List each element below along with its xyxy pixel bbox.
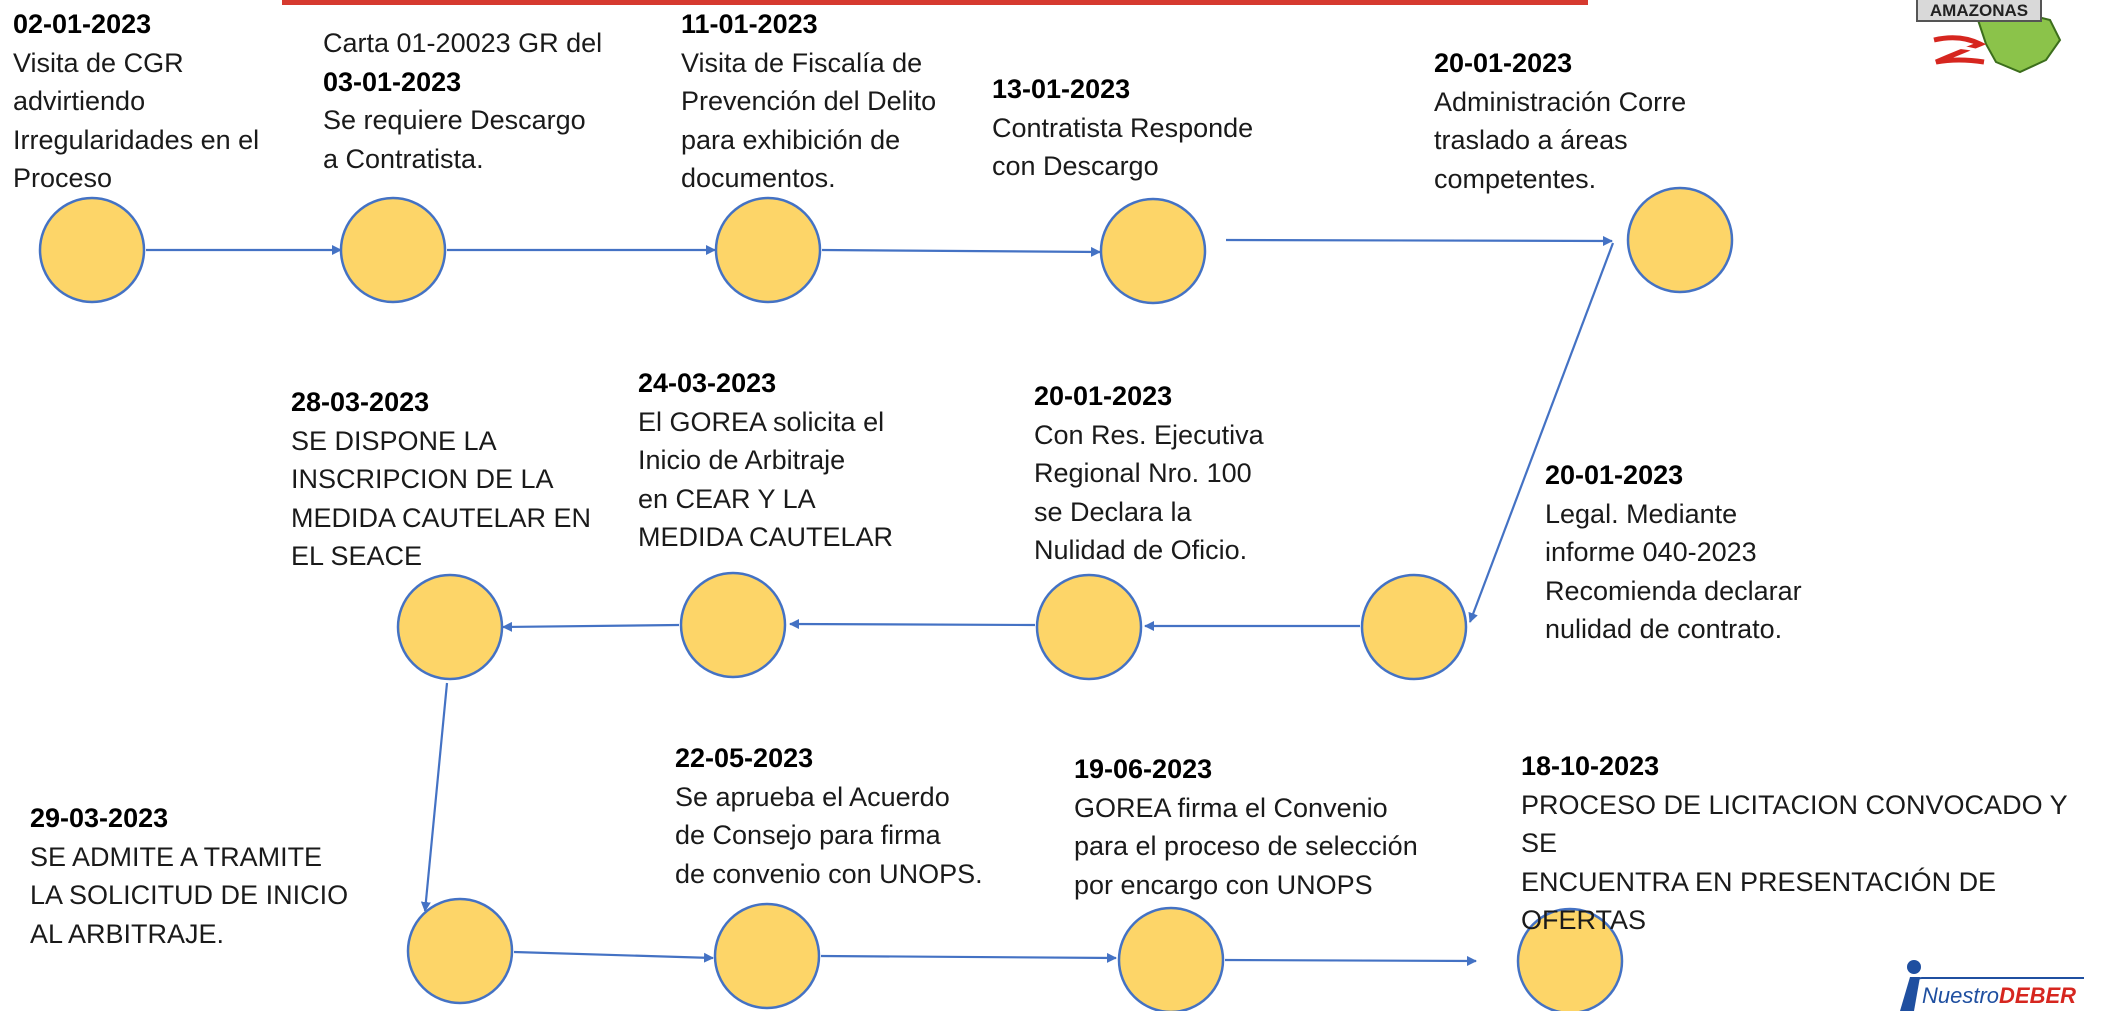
timeline-node-11	[713, 902, 821, 1010]
connector-arrow-3	[821, 246, 1101, 257]
connector-arrow-11	[820, 952, 1117, 963]
timeline-node-7	[1035, 573, 1143, 681]
connector-arrow-10	[513, 950, 714, 963]
timeline-node-6	[1360, 573, 1468, 681]
event-label-4: 13-01-2023 Contratista Responde con Desc…	[992, 74, 1254, 181]
connector-arrow-12	[1224, 955, 1477, 966]
event-label-7: 20-01-2023 Con Res. Ejecutiva Regional N…	[1034, 381, 1264, 565]
timeline-node-1	[38, 196, 146, 304]
timeline-node-13	[1516, 907, 1624, 1011]
amazonas-logo-text: AMAZONAS	[1916, 0, 2042, 22]
event-2-prefix: Carta 01-20023 GR del	[323, 28, 603, 58]
timeline-nodes	[38, 186, 1734, 1011]
event-label-10: 29-03-2023 SE ADMITE A TRAMITE LA SOLICI…	[30, 803, 349, 949]
timeline-node-12	[1117, 906, 1225, 1011]
timeline-node-4	[1099, 197, 1207, 305]
event-label-11: 22-05-2023 Se aprueba el Acuerdo de Cons…	[675, 743, 983, 889]
event-label-9: 28-03-2023 SE DISPONE LA INSCRIPCION DE …	[291, 387, 592, 571]
timeline-node-5	[1626, 186, 1734, 294]
event-label-12: 19-06-2023 GOREA firma el Convenio para …	[1074, 754, 1418, 900]
nuestro-deber-badge: NuestroDEBER	[1912, 977, 2085, 1011]
event-label-1: 02-01-2023 Visita de CGR advirtiendo Irr…	[13, 9, 260, 193]
nuestro-deber-logo: NuestroDEBER	[1884, 955, 2105, 1011]
connector-arrow-7	[789, 619, 1036, 630]
timeline-node-3	[714, 196, 822, 304]
top-red-rule	[282, 0, 1588, 5]
amazonas-region-logo: AMAZONAS	[1900, 0, 2100, 78]
event-label-13: 18-10-2023 PROCESO DE LICITACION CONVOCA…	[1521, 751, 2068, 935]
event-label-6: 20-01-2023 Legal. Mediante informe 040-2…	[1545, 460, 1802, 644]
timeline-node-9	[396, 573, 504, 681]
event-2-date: 03-01-2023	[323, 66, 462, 97]
timeline-node-8	[679, 571, 787, 679]
timeline-node-2	[339, 196, 447, 304]
event-label-2: Carta 01-20023 GR del 03-01-2023 Se requ…	[323, 24, 602, 178]
connector-arrow-4	[1225, 235, 1613, 246]
timeline-node-10	[406, 897, 514, 1005]
timeline-connectors	[146, 235, 1615, 966]
connector-arrow-5	[1468, 242, 1615, 623]
event-label-8: 24-03-2023 El GOREA solicita el Inicio d…	[638, 368, 894, 552]
connector-arrow-9	[420, 682, 449, 912]
connector-arrow-8	[502, 621, 680, 632]
event-label-3: 11-01-2023 Visita de Fiscalía de Prevenc…	[681, 9, 937, 193]
event-label-5: 20-01-2023 Administración Corre traslado…	[1434, 48, 1687, 194]
